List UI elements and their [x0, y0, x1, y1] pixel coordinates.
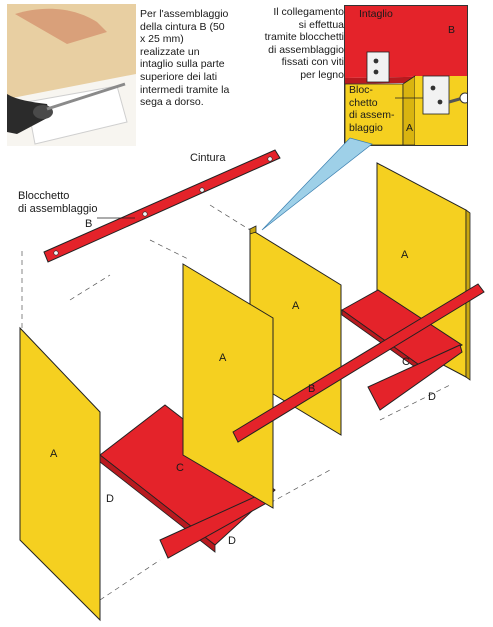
- inset-label-intaglio: Intaglio: [359, 8, 393, 21]
- inset-label-blocchetto: Bloc- chetto di assem- blaggio: [349, 84, 395, 134]
- photo-caption-line: sega a dorso.: [140, 96, 204, 109]
- label-blocchetto-line: Blocchetto: [18, 190, 70, 202]
- inset-blocchetto-line: blaggio: [349, 121, 383, 134]
- saw-photo-illustration: [7, 4, 136, 146]
- photo-caption: Per l'assemblaggio della cintura B (50 x…: [140, 8, 272, 109]
- inset-blocchetto-line: chetto: [349, 96, 378, 109]
- panel-a-middle-left: [182, 263, 274, 509]
- label-strip-d-front: D: [106, 493, 114, 505]
- saw-photo: [7, 4, 136, 146]
- label-panel-a-right: A: [401, 249, 409, 261]
- inset-label-part-a: A: [406, 122, 414, 134]
- inset-blocchetto-line: di assem-: [349, 109, 395, 121]
- joint-detail-drawing: [345, 6, 467, 145]
- rail-b-back: [43, 149, 281, 263]
- label-shelf-c-right: C: [402, 356, 410, 368]
- inset-blocchetto-line: Bloc-: [349, 84, 373, 96]
- construction-lines: [21, 204, 461, 601]
- inset-label-part-b: B: [448, 24, 456, 36]
- joint-detail-inset: Intaglio B Bloc- chetto di assem- blaggi…: [344, 5, 468, 146]
- detail-caption-line: di assemblaggio: [268, 43, 344, 56]
- photo-caption-line: realizzate un: [140, 45, 200, 58]
- label-rail-b-right: B: [308, 383, 316, 395]
- label-strip-d-left: D: [228, 535, 236, 547]
- detail-caption-line: Il collegamento: [273, 6, 344, 18]
- label-rail-b-left: B: [85, 218, 93, 230]
- label-blocchetto-line: di assemblaggio: [18, 203, 98, 215]
- label-shelf-c-left: C: [176, 462, 184, 474]
- label-blocchetto: Blocchetto di assemblaggio: [18, 190, 98, 216]
- detail-caption: Il collegamento si effettua tramite bloc…: [252, 6, 344, 82]
- strip-d-right: [367, 344, 463, 411]
- detail-caption-line: tramite blocchetti: [264, 31, 344, 44]
- rail-b-front: [232, 283, 485, 443]
- rail-screw-holes: [53, 156, 273, 256]
- photo-caption-line: intermedi tramite la: [140, 83, 230, 96]
- detail-caption-line: per legno: [300, 68, 344, 81]
- photo-caption-line: superiore dei lati: [140, 70, 218, 83]
- detail-caption-line: fissati con viti: [281, 56, 344, 69]
- label-cintura: Cintura: [190, 152, 226, 164]
- label-strip-d-right: D: [428, 391, 436, 403]
- photo-caption-line: intaglio sulla parte: [140, 58, 225, 71]
- label-panel-a-left: A: [50, 448, 58, 460]
- label-panel-a-middle-right: A: [292, 300, 300, 312]
- panel-a-left: [19, 326, 101, 622]
- label-panel-a-middle-left: A: [219, 352, 227, 364]
- photo-caption-line: x 25 mm): [140, 33, 184, 46]
- photo-caption-line: della cintura B (50: [140, 20, 225, 33]
- photo-caption-line: Per l'assemblaggio: [140, 8, 229, 20]
- callout-pointer: [261, 137, 373, 231]
- detail-caption-line: si effettua: [298, 18, 344, 31]
